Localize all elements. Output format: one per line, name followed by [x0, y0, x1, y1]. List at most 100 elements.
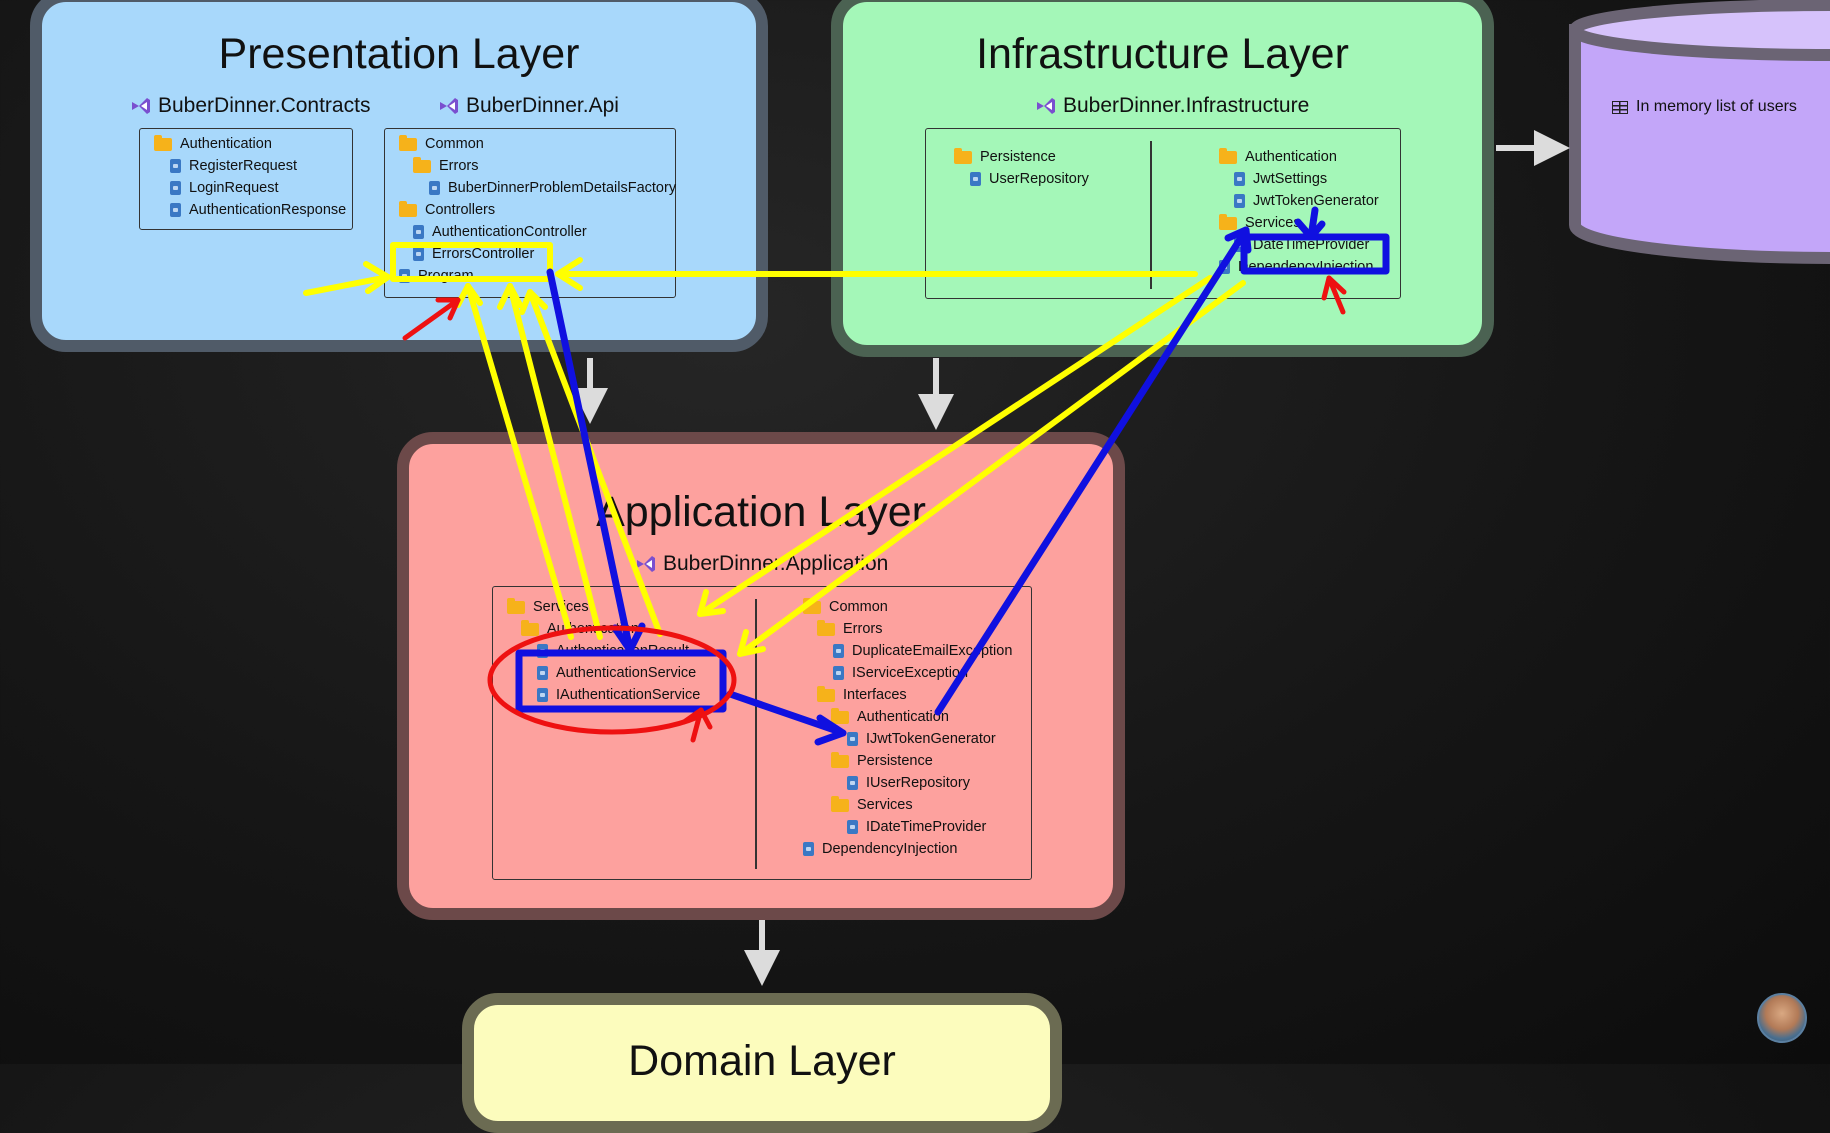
folder-icon: [413, 156, 431, 173]
contracts-project-name: BuberDinner.Contracts: [158, 94, 371, 117]
tree-folder[interactable]: Persistence: [831, 751, 933, 769]
tree-folder[interactable]: Errors: [413, 156, 478, 174]
yellow-annotations: [303, 242, 1246, 657]
csharp-file-icon: [537, 666, 548, 680]
tree-file[interactable]: BuberDinnerProblemDetailsFactory: [429, 180, 676, 196]
tree-folder[interactable]: Errors: [817, 619, 882, 637]
tree-file[interactable]: IUserRepository: [847, 775, 970, 791]
application-services-circle: [487, 625, 737, 735]
tree-folder[interactable]: Persistence: [954, 147, 1056, 165]
tree-folder[interactable]: Authentication: [1219, 147, 1337, 165]
csharp-file-icon: [847, 820, 858, 834]
csharp-file-icon: [803, 842, 814, 856]
csharp-file-icon: [413, 225, 424, 239]
database-label-text: In memory list of users: [1636, 98, 1797, 115]
folder-icon: [399, 134, 417, 151]
tree-file[interactable]: ErrorsController: [413, 246, 534, 262]
yellow-arrow: [527, 289, 663, 637]
csharp-file-icon: [970, 172, 981, 186]
folder-icon: [154, 134, 172, 151]
tree-folder[interactable]: Authentication: [831, 707, 949, 725]
tree-file[interactable]: AuthenticationResponse: [170, 202, 346, 218]
annotation-overlay: [303, 130, 1570, 986]
tree-folder[interactable]: Controllers: [399, 200, 495, 218]
blue-arrow: [726, 690, 847, 737]
red-annotations: [402, 275, 1347, 743]
csharp-file-icon: [170, 203, 181, 217]
tree-divider: [755, 599, 757, 869]
csharp-file-icon: [847, 776, 858, 790]
tree-file[interactable]: LoginRequest: [170, 180, 279, 196]
tree-file[interactable]: UserRepository: [970, 171, 1089, 187]
tree-folder[interactable]: Services: [1219, 213, 1301, 231]
folder-icon: [399, 200, 417, 217]
csharp-file-icon: [833, 666, 844, 680]
csharp-file-icon: [170, 181, 181, 195]
yellow-arrowhead: [455, 283, 483, 308]
yellow-arrowhead: [697, 589, 726, 617]
csharp-file-icon: [1234, 194, 1245, 208]
tree-file[interactable]: IAuthenticationService: [537, 687, 700, 703]
infrastructure-project-name: BuberDinner.Infrastructure: [1063, 94, 1310, 117]
red-arrow: [690, 707, 704, 743]
tree-file[interactable]: AuthenticationController: [413, 224, 587, 240]
red-arrow: [1326, 275, 1346, 315]
blue-arrowhead: [1294, 218, 1326, 241]
tree-folder[interactable]: Interfaces: [817, 685, 907, 703]
yellow-arrow: [737, 280, 1246, 657]
contracts-file-tree: Authentication RegisterRequest LoginRequ…: [139, 128, 353, 230]
application-layer-title: Application Layer: [596, 488, 926, 536]
api-project: BuberDinner.Api: [438, 94, 619, 118]
blue-arrowhead: [814, 714, 847, 746]
date-time-provider-highlight: [1240, 233, 1390, 275]
yellow-arrowhead: [737, 629, 766, 657]
csharp-file-icon: [833, 644, 844, 658]
red-arrowhead: [435, 297, 461, 321]
tree-folder[interactable]: Authentication: [154, 134, 272, 152]
infrastructure-file-tree: Persistence UserRepository Authenticatio…: [925, 128, 1401, 299]
infrastructure-layer-box: Infrastructure Layer BuberDinner.Infrast…: [831, 0, 1494, 357]
errors-controller-highlight: [390, 242, 553, 282]
presenter-avatar: [1757, 993, 1807, 1043]
tree-file[interactable]: AuthenticationService: [537, 665, 696, 681]
tree-file[interactable]: IServiceException: [833, 665, 968, 681]
folder-icon: [521, 619, 539, 636]
csharp-file-icon: [537, 688, 548, 702]
csharp-file-icon: [847, 732, 858, 746]
yellow-arrow: [507, 283, 603, 640]
tree-file[interactable]: IDateTimeProvider: [847, 819, 986, 835]
tree-file[interactable]: DependencyInjection: [803, 841, 957, 857]
yellow-arrowhead: [519, 289, 548, 315]
csharp-file-icon: [170, 159, 181, 173]
visual-studio-icon: [130, 95, 152, 117]
infrastructure-project: BuberDinner.Infrastructure: [1035, 94, 1309, 118]
visual-studio-icon: [635, 553, 657, 575]
yellow-arrowhead: [363, 261, 391, 294]
table-icon: [1612, 100, 1628, 114]
tree-folder[interactable]: Common: [399, 134, 484, 152]
yellow-arrowhead: [497, 283, 523, 310]
csharp-file-icon: [413, 247, 424, 261]
folder-icon: [954, 147, 972, 164]
tree-folder[interactable]: Services: [831, 795, 913, 813]
folder-icon: [817, 619, 835, 636]
contracts-project: BuberDinner.Contracts: [130, 94, 370, 118]
folder-icon: [831, 707, 849, 724]
tree-file[interactable]: RegisterRequest: [170, 158, 297, 174]
tree-divider: [1150, 141, 1152, 289]
tree-file[interactable]: JwtSettings: [1234, 171, 1327, 187]
infrastructure-layer-title: Infrastructure Layer: [976, 30, 1349, 78]
authentication-service-highlight: [515, 649, 727, 713]
blue-arrow: [546, 268, 634, 654]
visual-studio-icon: [438, 95, 460, 117]
yellow-arrow: [303, 274, 391, 296]
presentation-layer-title: Presentation Layer: [218, 30, 580, 78]
folder-icon: [507, 597, 525, 614]
tree-file[interactable]: JwtTokenGenerator: [1234, 193, 1379, 209]
yellow-arrow: [465, 283, 574, 640]
blue-arrowhead: [611, 622, 646, 654]
yellow-arrowhead: [555, 257, 583, 291]
api-project-name: BuberDinner.Api: [466, 94, 619, 117]
dependency-arrows: [572, 130, 1570, 986]
tree-file[interactable]: IJwtTokenGenerator: [847, 731, 996, 747]
